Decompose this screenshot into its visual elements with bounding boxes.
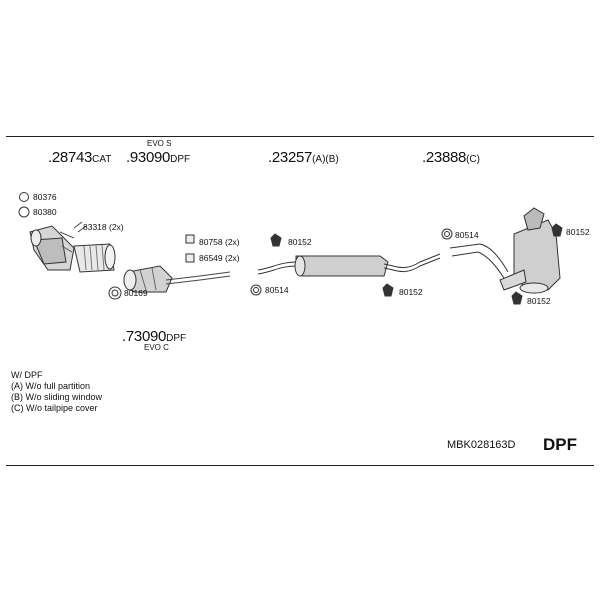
evo-c-label: EVO C: [144, 343, 169, 352]
clamp-80514-left-icon: [250, 284, 262, 296]
part-73090: .73090DPF: [122, 328, 187, 345]
clamp-83318-icon: [73, 221, 87, 233]
label-80758: 80758 (2x): [199, 237, 240, 247]
ring-80380-icon: [18, 206, 30, 218]
kit-code: MBK028163D: [447, 439, 516, 451]
label-80514-left: 80514: [265, 285, 289, 295]
part-28743: .28743CAT: [48, 149, 112, 166]
middle-silencer-icon: [257, 253, 441, 277]
gasket-80376-icon: [19, 192, 29, 202]
evo-s-label: EVO S: [147, 139, 172, 148]
diagram-frame: [6, 136, 594, 466]
part-93090: .93090DPF: [126, 149, 191, 166]
part-23888: .23888(C): [422, 149, 480, 166]
hanger-80152-a-icon: [270, 233, 282, 247]
label-80152-a: 80152: [288, 237, 312, 247]
notes-block: W/ DPF (A) W/o full partition (B) W/o sl…: [11, 370, 102, 414]
label-80169: 80169: [124, 288, 148, 298]
kit-type: DPF: [543, 435, 577, 454]
rear-silencer-icon: [449, 207, 561, 294]
label-80380: 80380: [33, 207, 57, 217]
note-line: (C) W/o tailpipe cover: [11, 403, 98, 413]
label-80376: 80376: [33, 192, 57, 202]
note-line: (A) W/o full partition: [11, 381, 91, 391]
label-80514-right: 80514: [455, 230, 479, 240]
flex-pipe-icon: [73, 243, 116, 273]
dpf-icon: [123, 265, 231, 293]
label-80152-c: 80152: [566, 227, 590, 237]
label-83318: 83318 (2x): [83, 222, 124, 232]
bracket-86549-icon: [185, 253, 195, 263]
clamp-80514-right-icon: [441, 228, 453, 240]
hanger-80152-c-icon: [551, 223, 563, 237]
label-80152-d: 80152: [527, 296, 551, 306]
catalytic-converter-icon: [29, 225, 75, 271]
label-80152-b: 80152: [399, 287, 423, 297]
label-86549: 86549 (2x): [199, 253, 240, 263]
part-23257: .23257(A)(B): [268, 149, 339, 166]
hanger-80152-b-icon: [382, 283, 394, 297]
clamp-80169-icon: [108, 286, 122, 300]
note-line: (B) W/o sliding window: [11, 392, 103, 402]
bracket-80758-icon: [185, 234, 195, 244]
hanger-80152-d-icon: [511, 291, 523, 305]
note-line: W/ DPF: [11, 370, 43, 380]
